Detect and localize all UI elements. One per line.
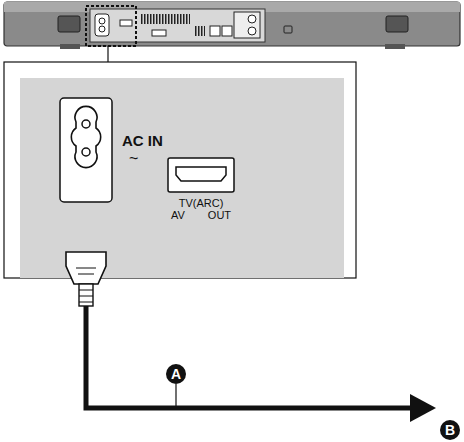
port-label: AC IN bbox=[122, 133, 163, 150]
hdmi-frame bbox=[168, 158, 234, 192]
hdmi-port bbox=[176, 167, 226, 181]
inset-panel bbox=[20, 78, 344, 278]
jack bbox=[248, 15, 256, 23]
inset-frame bbox=[4, 62, 356, 278]
hdmi-small bbox=[120, 20, 132, 26]
power-cord bbox=[86, 306, 412, 408]
jack bbox=[248, 27, 256, 35]
ac-symbol: ~ bbox=[129, 150, 138, 168]
terminal-panel bbox=[90, 9, 265, 42]
lan-port bbox=[210, 26, 220, 36]
callout-letter: B bbox=[440, 420, 460, 440]
leader-line bbox=[175, 384, 176, 406]
ac-in-small bbox=[95, 14, 109, 36]
callout-letter: A bbox=[166, 364, 186, 384]
vent bbox=[140, 14, 190, 24]
arrow-head bbox=[410, 394, 436, 422]
optical-port bbox=[222, 26, 232, 36]
port-label: TV(ARC) AV OUT bbox=[170, 197, 232, 221]
leader-line bbox=[107, 46, 108, 62]
lock-slot bbox=[284, 26, 292, 33]
hdmi-in-small bbox=[152, 30, 166, 36]
socket-outline bbox=[71, 106, 100, 167]
ac-socket bbox=[60, 98, 112, 202]
foot bbox=[385, 44, 405, 49]
dashed-highlight bbox=[86, 6, 136, 46]
wall-mount-slot bbox=[386, 16, 408, 32]
foot bbox=[60, 44, 80, 49]
plug-strain-relief bbox=[79, 284, 93, 306]
wall-mount-slot bbox=[58, 16, 80, 32]
power-plug bbox=[66, 252, 106, 284]
soundbar-body bbox=[4, 2, 460, 46]
